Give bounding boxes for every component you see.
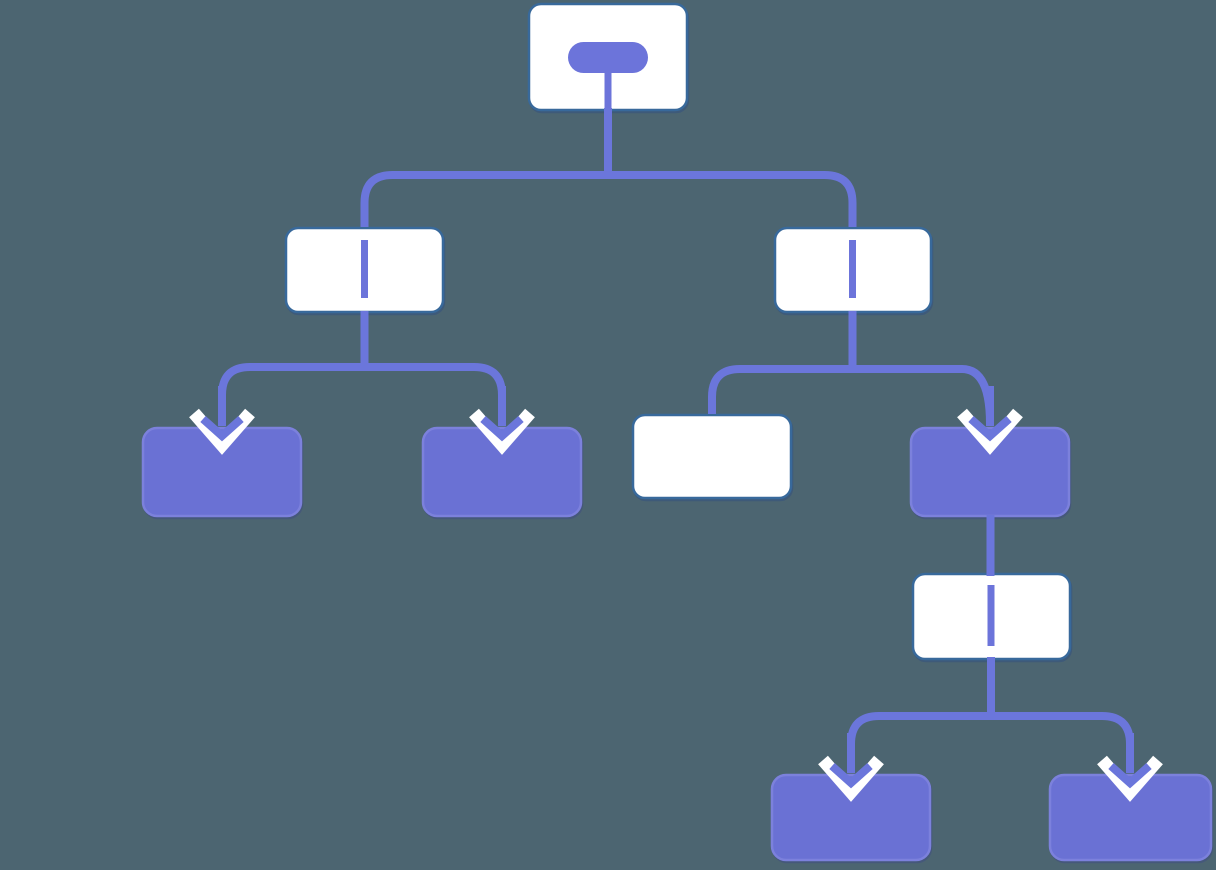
node-plain[interactable] — [631, 413, 793, 500]
node-branch-right[interactable] — [773, 226, 933, 314]
node-leaf-right-1[interactable] — [770, 773, 932, 862]
vertical-bar-icon — [361, 240, 368, 298]
root-pill-icon — [568, 42, 648, 108]
node-branch-left[interactable] — [284, 226, 445, 314]
connector-branch2-split — [847, 712, 1134, 771]
node-leaf-left-2[interactable] — [421, 426, 583, 518]
vertical-bar-icon — [849, 240, 856, 298]
vertical-bar-icon — [987, 585, 995, 646]
node-root[interactable] — [527, 2, 689, 112]
node-branch-right-2[interactable] — [911, 572, 1072, 661]
connector-branch-left-split — [218, 363, 506, 424]
node-leaf-left-1[interactable] — [141, 426, 303, 518]
connector-level1-split — [360, 171, 857, 227]
node-leaf-right-2[interactable] — [1048, 773, 1213, 862]
